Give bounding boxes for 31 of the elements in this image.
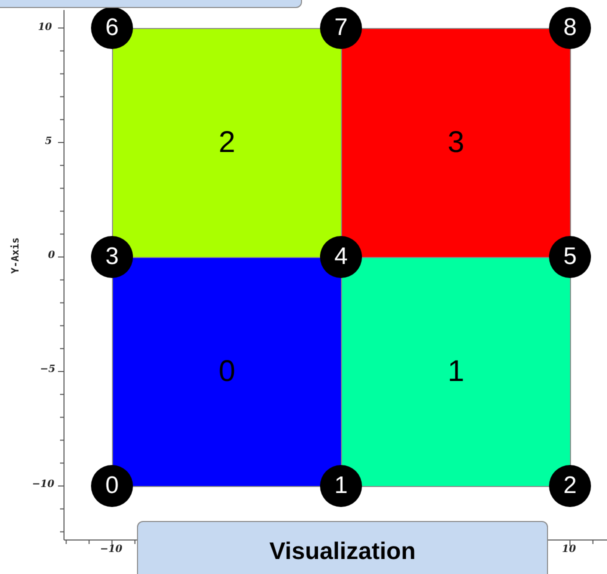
vertex-number: 1: [334, 472, 348, 500]
vertex-number: 8: [563, 14, 577, 42]
vertex-marker: [91, 7, 133, 49]
vertex-marker: [549, 465, 591, 507]
vertex-marker: [549, 7, 591, 49]
tick-label: 10: [38, 22, 52, 33]
title-tab: [137, 521, 548, 574]
vertex-marker: [91, 465, 133, 507]
vertex-marker: [320, 465, 362, 507]
vertex-number: 2: [563, 472, 577, 500]
vertex-marker: [549, 236, 591, 278]
vertex-marker: [320, 7, 362, 49]
vertex-number: 6: [105, 14, 119, 42]
vertex-number: 7: [334, 14, 348, 42]
tick-label: −10: [32, 479, 54, 490]
vertex-number: 5: [563, 243, 577, 271]
vertex-number: 0: [105, 472, 119, 500]
tick-label: −5: [40, 364, 56, 375]
tick-label: 5: [45, 136, 52, 147]
title: Visualization: [269, 538, 416, 566]
tick-label: −10: [100, 544, 122, 555]
cell-number: 2: [218, 126, 236, 160]
tick-label: 0: [48, 250, 55, 261]
cell-number: 1: [448, 355, 464, 389]
vertex-number: 3: [105, 243, 119, 271]
vertex-marker: [91, 236, 133, 278]
tick-label: 10: [562, 544, 576, 555]
vertex-number: 4: [334, 243, 348, 271]
axis-title: Y-Axis: [10, 237, 22, 274]
cell-number: 3: [448, 126, 464, 160]
cell-number: 0: [218, 355, 236, 389]
